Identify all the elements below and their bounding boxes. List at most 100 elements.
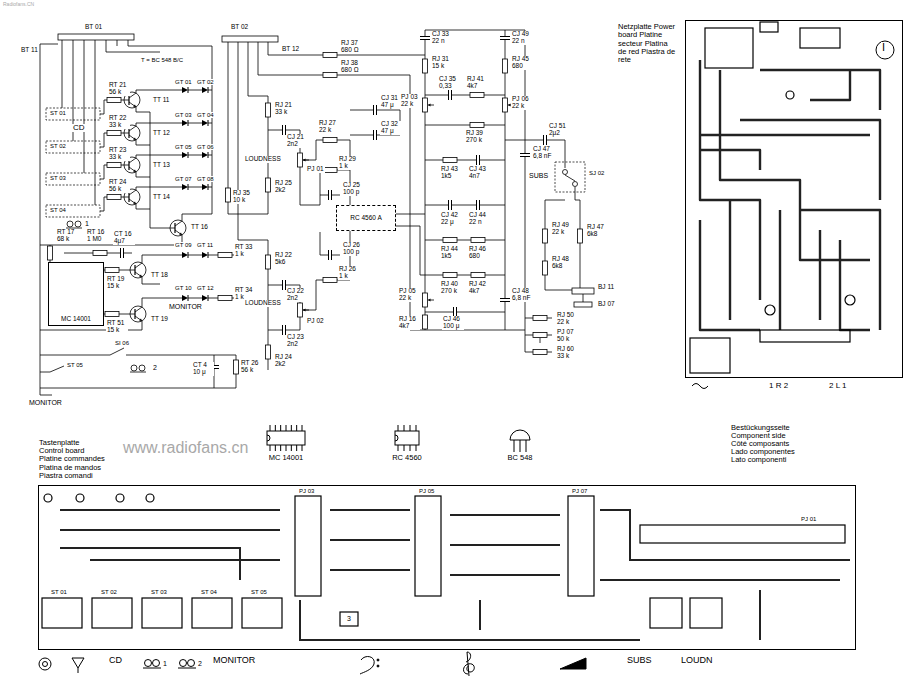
ic-package: MC 14001	[262, 422, 310, 468]
ac-symbol	[692, 384, 708, 389]
component-label: RJ 35 10 k	[232, 190, 254, 204]
component-label: CJ 25 100 p	[342, 182, 364, 196]
component-label: CJ 49 22 n	[511, 31, 533, 45]
component-label: PJ 03	[298, 488, 315, 494]
component-label: RT 16 1 M0	[86, 229, 108, 243]
component-label: ST 04	[200, 589, 218, 595]
mark-circle	[876, 41, 894, 59]
power-board: Netzplatte Power board Platine secteur P…	[685, 20, 903, 378]
component-label: RJ 29 1 k	[338, 156, 360, 170]
component-label: CJ 35 0,33	[438, 76, 460, 90]
component-label: RJ 26 1 k	[338, 266, 360, 280]
component-label: RT 24 56 k	[108, 179, 130, 193]
component-label: GT 09	[174, 242, 193, 248]
component-label: GT 03	[174, 112, 193, 118]
component-label: ST 03	[49, 175, 67, 181]
component-label: RJ 50 22 k	[556, 312, 578, 326]
transistor-package: BC 548	[500, 422, 540, 468]
component-label: PJ 01	[306, 166, 325, 173]
component-label: RJ 45 680	[511, 56, 533, 70]
component-label: SI 06	[114, 340, 130, 346]
function-label: CD	[72, 124, 86, 132]
component-label: RJ 48 6k8	[551, 256, 573, 270]
component-label: GT 11	[196, 242, 214, 248]
component-label: PJ 03 22 k	[400, 94, 422, 108]
component-label: RJ 31 15 k	[431, 56, 453, 70]
tape-number: 1	[84, 220, 90, 227]
component-label: PJ 05	[418, 488, 435, 494]
component-label: GT 01	[174, 79, 193, 85]
component-label: RJ 16 4k7	[398, 316, 420, 330]
component-label: GT 05	[174, 144, 193, 150]
power-board-parts	[690, 22, 855, 373]
component-label: CJ 44 22 n	[468, 212, 490, 226]
function-label: LOUDN	[680, 656, 714, 665]
component-label: TT 18	[150, 272, 169, 279]
component-symbols	[48, 37, 583, 375]
component-label: RT 51 15 k	[106, 320, 128, 334]
ic-name: RC 4560 A	[350, 214, 381, 221]
component-label: GT 06	[196, 144, 215, 150]
board-label: BT 02	[230, 24, 249, 31]
component-label: CJ 33 22 n	[431, 31, 453, 45]
component-label: CJ 51 2μ2	[548, 123, 570, 137]
component-label: RT 34 1 k	[234, 287, 256, 301]
component-label: ST 03	[150, 589, 168, 595]
control-board-traces	[60, 510, 850, 640]
component-label: RT 17 68 k	[56, 229, 78, 243]
package-name: MC 14001	[269, 454, 304, 462]
component-label: RJ 38 680 Ω	[340, 60, 362, 74]
board-label: BJ 07	[597, 301, 616, 308]
component-label: CJ 21 2n2	[286, 134, 308, 148]
component-label: ST 02	[100, 589, 118, 595]
component-label: SJ 02	[588, 170, 605, 176]
component-label: RT 21 56 k	[108, 82, 130, 96]
component-label: GT 08	[196, 176, 215, 182]
component-label: GT 02	[196, 79, 215, 85]
switch-group	[46, 108, 585, 217]
ic-package: RC 4560	[385, 422, 429, 468]
note-text: T = BC 548 B/C	[140, 57, 184, 63]
connector-bt01	[58, 34, 134, 40]
note-text: 2 L 1	[828, 382, 848, 390]
component-label: TT 11	[152, 97, 170, 104]
component-label: RJ 46 680	[468, 246, 490, 260]
component-label: CJ 42 22 μ	[440, 212, 462, 226]
function-label: MONITOR	[212, 656, 256, 665]
component-label: RT 19 15 k	[106, 276, 128, 290]
component-label: ST 05	[66, 362, 84, 368]
component-label: CJ 46 100 μ	[442, 316, 464, 330]
component-label: ST 02	[49, 143, 67, 149]
component-label: RJ 44 1k5	[440, 246, 462, 260]
component-label: ST 01	[49, 110, 67, 116]
component-label: CJ 32 47 μ	[380, 121, 402, 135]
tape-number: 1	[162, 660, 168, 667]
component-label: CJ 48 6,8 nF	[511, 288, 533, 302]
package-drawing	[385, 422, 429, 454]
component-label: TT 12	[152, 130, 171, 137]
component-label: TT 16	[190, 224, 209, 231]
component-label: PJ 06 22 k	[511, 96, 533, 110]
component-label: RJ 22 5k6	[274, 252, 296, 266]
component-label: CT 4 10 μ	[192, 362, 214, 376]
component-label: RJ 43 1k5	[440, 166, 462, 180]
component-label: PJ 02	[306, 318, 325, 325]
function-label: LOUDNESS	[244, 300, 282, 307]
component-label: RJ 21 33 k	[274, 102, 296, 116]
component-label: RJ 40 270 k	[440, 281, 462, 295]
board-label: BT 12	[281, 46, 300, 53]
component-label: CJ 31 47 μ	[380, 95, 402, 109]
board-heading: Tastenplatte Control board Platine comma…	[39, 439, 105, 480]
tape-number: 3	[346, 615, 352, 622]
board-heading: Netzplatte Power board Platine secteur P…	[618, 23, 678, 64]
control-board: Tastenplatte Control board Platine comma…	[38, 485, 856, 650]
component-label: RJ 41 4k7	[466, 76, 488, 90]
opamp-box: RC 4560 A	[336, 205, 396, 231]
component-label: CJ 22 2n2	[286, 288, 308, 302]
function-label: CD	[108, 656, 123, 665]
watermark: www.radiofans.cn	[122, 440, 249, 457]
board-label: BT 11	[20, 47, 39, 54]
